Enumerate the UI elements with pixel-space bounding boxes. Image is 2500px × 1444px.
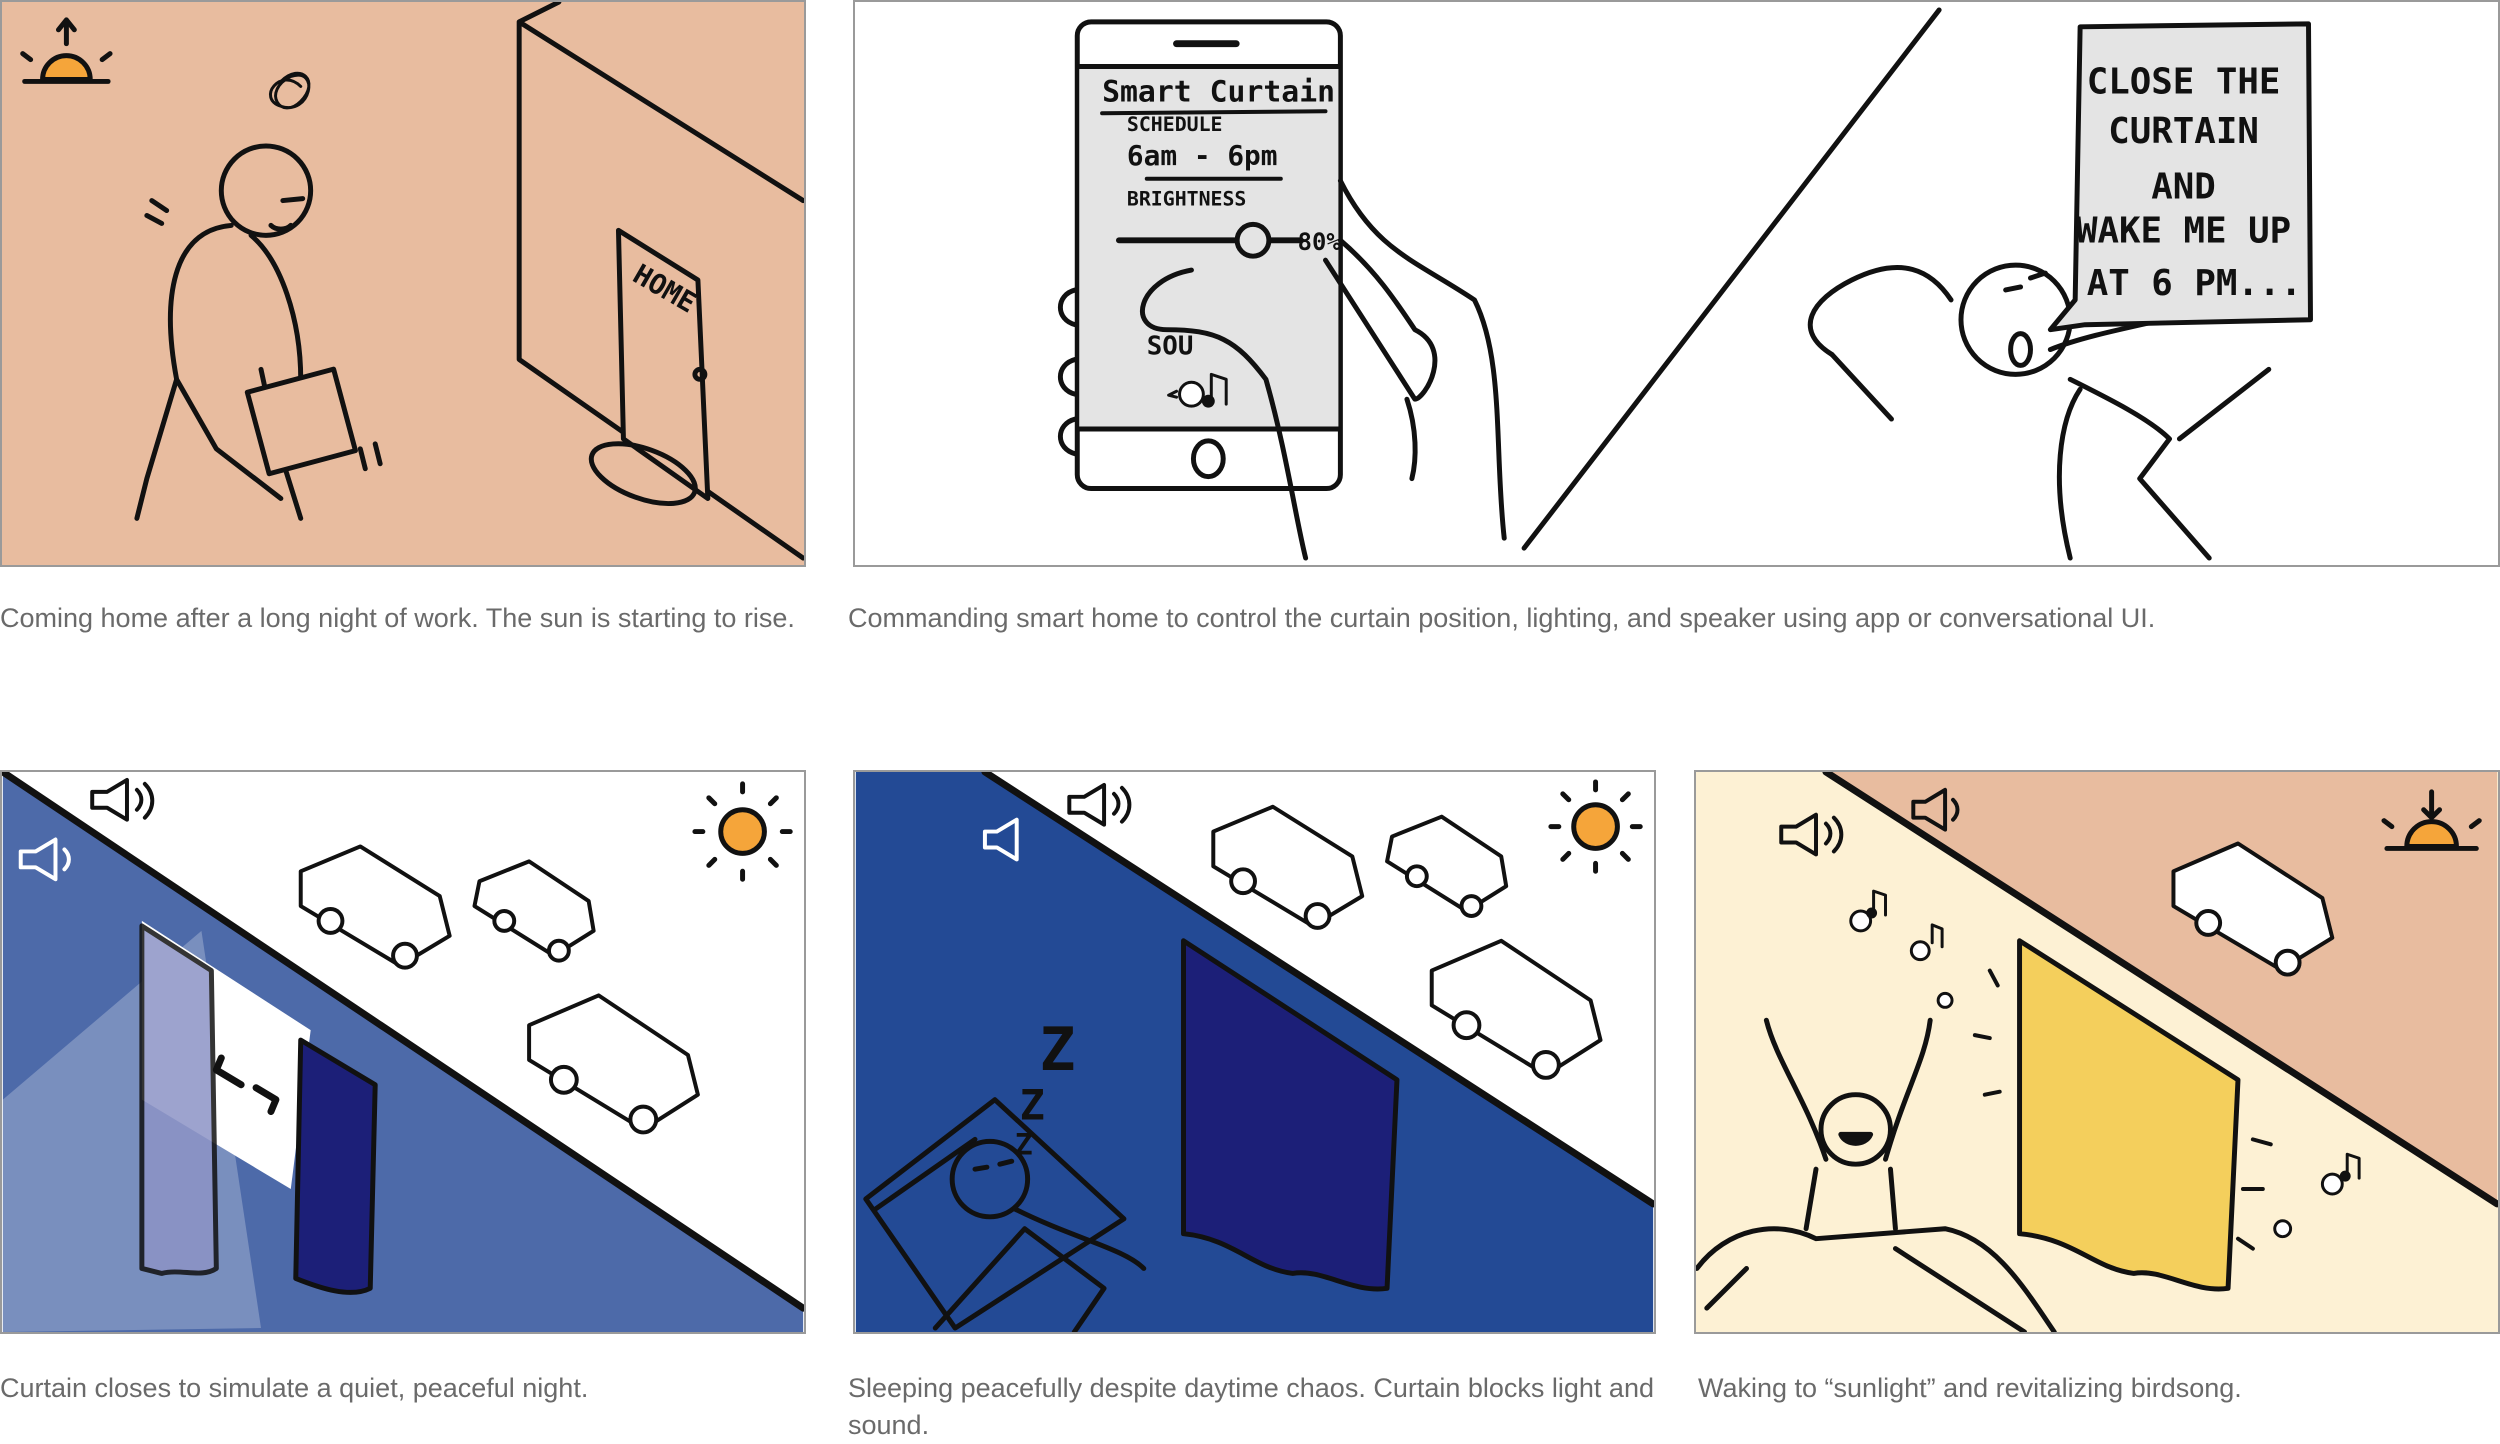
panel-waking (1694, 770, 2500, 1334)
speaker-icon (1911, 787, 1960, 832)
caption-curtain-closes: Curtain closes to simulate a quiet, peac… (0, 1373, 589, 1403)
closing-arrows-icon (212, 1054, 280, 1116)
divider-line (1521, 7, 1942, 551)
schedule-label: SCHEDULE (1127, 113, 1223, 136)
curtain-right (293, 1037, 378, 1295)
speech-bubble: CLOSE THE CURTAIN AND WAKE ME UP AT 6 PM… (2047, 21, 2313, 333)
speech-line: CLOSE THE (2087, 61, 2281, 102)
bird-music-icon (1167, 372, 1228, 408)
schedule-value: 6am - 6pm (1127, 139, 1278, 172)
illustration-waking (1696, 772, 2498, 1332)
sun-icon (1548, 779, 1643, 874)
curtain (2017, 938, 2241, 1292)
smartphone: Smart Curtain SCHEDULE 6am - 6pm BRIGHTN… (1074, 19, 1343, 492)
car (298, 844, 700, 1135)
caption-sleeping: Sleeping peacefully despite daytime chao… (848, 1373, 1654, 1440)
speech-line: AND (2151, 167, 2216, 208)
car (1211, 804, 1603, 1080)
sun-icon (692, 781, 793, 882)
speaker-icon (90, 777, 155, 822)
scribble-icon (268, 71, 311, 110)
speaker-icon (1779, 812, 1844, 857)
illustration-coming-home: HOME (20, 2, 804, 561)
illustration-sleeping: Z Z Z (855, 772, 1654, 1332)
car (2171, 841, 2335, 977)
sleep-z: Z (1020, 1081, 1045, 1130)
svg-text:CLOSE THE CURTAIN: CLOSE THE CURTAIN AND WAKE ME UP AT 6 PM… (2076, 61, 2313, 304)
illustration-commanding: Smart Curtain SCHEDULE 6am - 6pm BRIGHTN… (1058, 7, 2313, 561)
sunrise-icon (20, 17, 113, 84)
bird-music-icon (1849, 889, 2361, 1239)
speech-line: AT 6 PM... (2087, 263, 2302, 304)
house-wall: HOME (516, 2, 804, 561)
sound-lines (1972, 968, 2273, 1251)
sleep-z: Z (1040, 1016, 1076, 1085)
speech-line: WAKE ME UP (2076, 210, 2291, 251)
speaker-icon (1067, 782, 1132, 827)
panel-curtain-closes (0, 770, 806, 1334)
illustration-curtain-closes (2, 772, 804, 1332)
walking-man (134, 143, 383, 521)
sunrise-icon (2381, 789, 2482, 851)
speaker-icon (982, 817, 1019, 862)
speech-line: CURTAIN (2108, 111, 2259, 152)
speaker-icon (18, 837, 71, 882)
panel-sleeping: Z Z Z (853, 770, 1656, 1334)
brightness-label: BRIGHTNESS (1127, 188, 1246, 211)
brightness-slider[interactable] (1115, 221, 1304, 259)
brightness-value: 80% (1298, 228, 1342, 256)
sleeping-person (863, 1097, 1147, 1332)
sound-label: SOU (1147, 331, 1194, 361)
panel-coming-home: HOME (0, 0, 806, 567)
svg-text:Z Z Z: Z Z Z (1015, 1016, 1085, 1162)
waking-person (1696, 1017, 2057, 1332)
caption-commanding: Commanding smart home to control the cur… (848, 603, 2156, 633)
curtain-left (139, 923, 219, 1276)
hand (1058, 178, 1507, 561)
panel-commanding: Smart Curtain SCHEDULE 6am - 6pm BRIGHTN… (853, 0, 2500, 567)
caption-waking: Waking to “sunlight” and revitalizing bi… (1698, 1373, 2242, 1403)
app-title: Smart Curtain (1102, 74, 1335, 109)
curtain (1181, 938, 1400, 1292)
caption-coming-home: Coming home after a long night of work. … (0, 603, 795, 633)
